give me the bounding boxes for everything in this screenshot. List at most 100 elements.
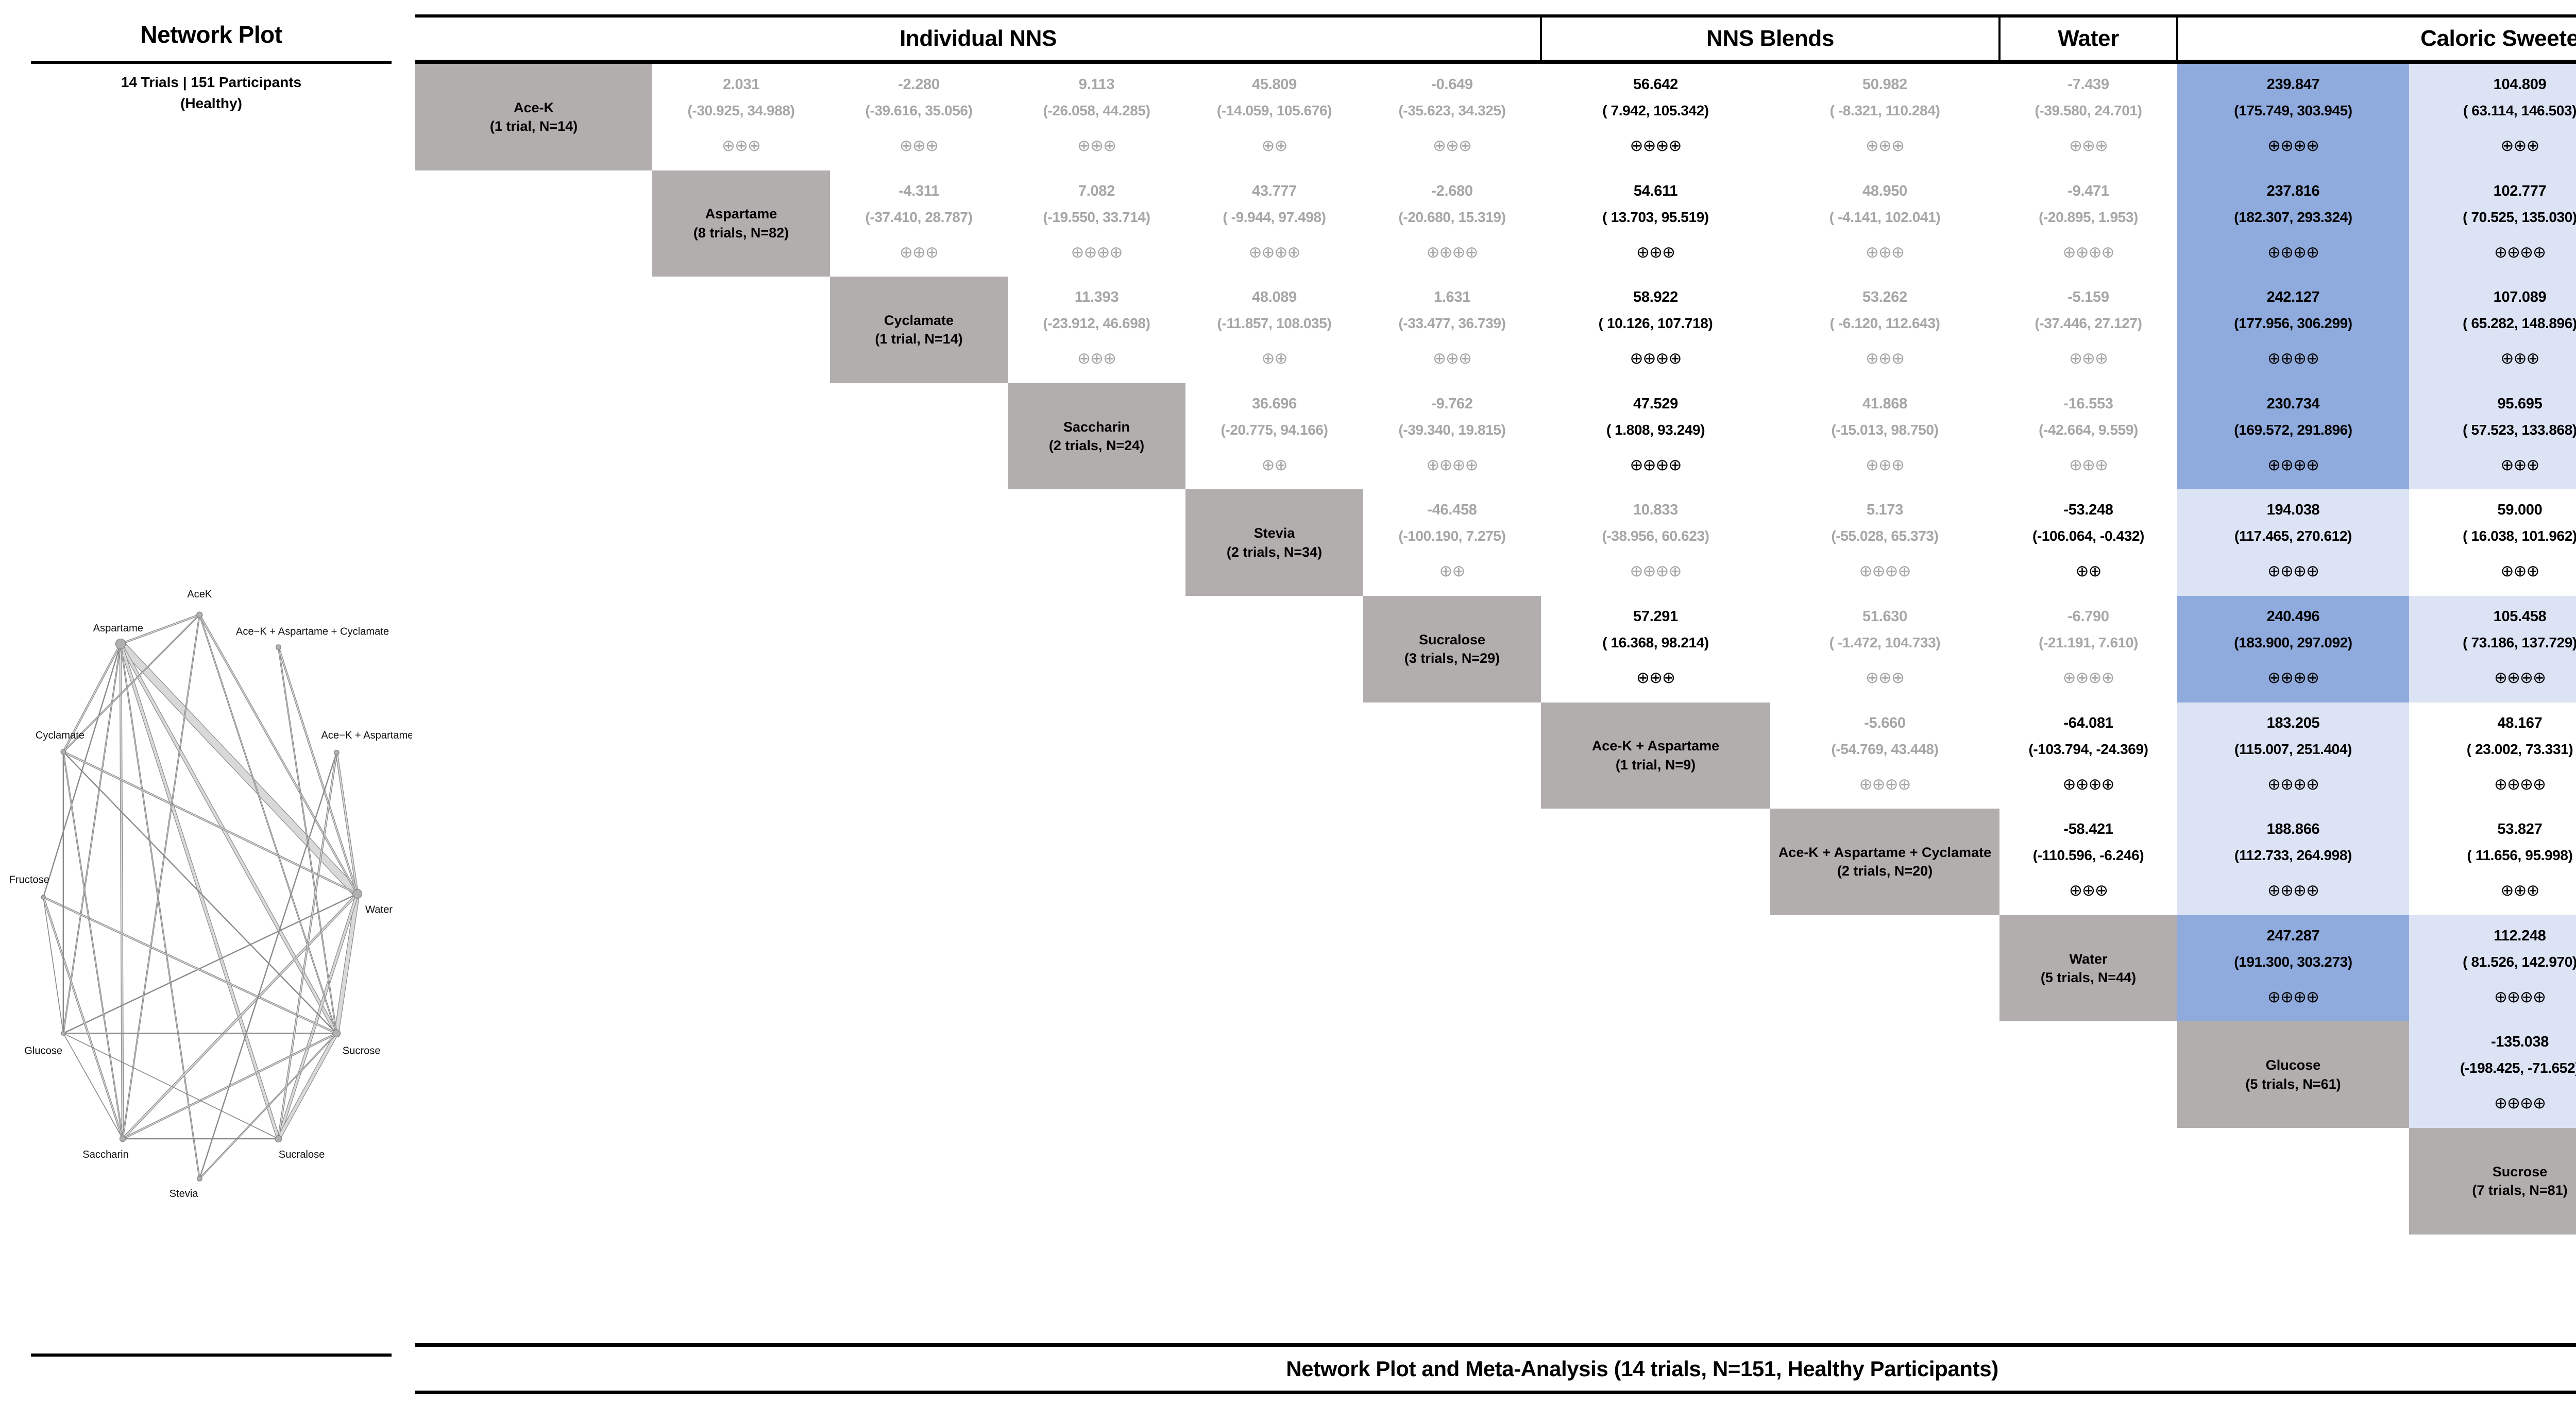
certainty-rating: ⊕⊕⊕	[2500, 349, 2540, 368]
treatment-diagonal-cell: Water(5 trials, N=44)	[1999, 915, 2177, 1022]
network-node-acekasp[interactable]	[333, 749, 340, 756]
effect-estimate: 230.734	[2266, 395, 2320, 412]
certainty-rating: ⊕⊕⊕⊕	[2267, 243, 2319, 261]
confidence-interval: (-103.794, -24.369)	[2028, 741, 2148, 757]
network-edge	[199, 752, 337, 1179]
comparison-cell: -46.458(-100.190, 7.275)⊕⊕	[1363, 489, 1541, 596]
network-node-cyclamate[interactable]	[60, 749, 66, 755]
network-edge-highlight	[199, 614, 358, 895]
confidence-interval: (-23.912, 46.698)	[1043, 315, 1150, 332]
confidence-interval: (182.307, 293.324)	[2234, 209, 2352, 225]
confidence-interval: ( 16.368, 98.214)	[1602, 635, 1709, 650]
figure-caption: Network Plot and Meta-Analysis (14 trial…	[1286, 1356, 1998, 1381]
comparison-cell: -53.248(-106.064, -0.432)⊕⊕	[1999, 489, 2177, 596]
comparison-cell: -2.280(-39.616, 35.056)⊕⊕⊕	[830, 64, 1008, 170]
effect-estimate: -53.248	[2063, 502, 2113, 519]
network-plot-title: Network Plot	[140, 21, 282, 48]
effect-estimate: 11.393	[1074, 289, 1119, 306]
treatment-name: Ace-K + Aspartame + Cyclamate	[1778, 845, 1992, 861]
comparison-cell: 95.695( 57.523, 133.868)⊕⊕⊕	[2409, 383, 2576, 490]
network-edge-highlight	[122, 614, 200, 1139]
network-plot-subtitle-line2: (Healthy)	[180, 95, 242, 111]
effect-estimate: 58.922	[1633, 289, 1678, 306]
certainty-rating: ⊕⊕⊕⊕	[2494, 1094, 2546, 1112]
comparison-cell: -7.439(-39.580, 24.701)⊕⊕⊕	[1999, 64, 2177, 170]
treatment-diagonal-cell: Ace-K + Aspartame(1 trial, N=9)	[1541, 702, 1770, 809]
treatment-name: Cyclamate	[884, 313, 954, 329]
network-plot-title-wrap: Network Plot	[31, 21, 392, 48]
confidence-interval: (-20.775, 94.166)	[1221, 421, 1328, 438]
effect-estimate: 2.031	[722, 76, 760, 93]
confidence-interval: (177.956, 306.299)	[2234, 315, 2352, 332]
confidence-interval: (-198.425, -71.652)	[2460, 1060, 2576, 1076]
certainty-rating: ⊕⊕⊕	[900, 243, 939, 261]
confidence-interval: ( 63.114, 146.503)	[2463, 102, 2576, 118]
effect-estimate: 51.630	[1862, 608, 1907, 625]
treatment-diagonal-cell: Stevia(2 trials, N=34)	[1185, 489, 1363, 596]
network-node-sucrose[interactable]	[332, 1029, 341, 1038]
network-edge	[62, 893, 358, 1034]
network-node-saccharin[interactable]	[119, 1135, 126, 1142]
network-node-stevia[interactable]	[196, 1176, 202, 1181]
comparison-cell: -9.471(-20.895, 1.953)⊕⊕⊕⊕	[1999, 170, 2177, 277]
network-edge-highlight	[120, 643, 124, 1140]
effect-estimate: -16.553	[2063, 395, 2113, 412]
comparison-cell: 242.127(177.956, 306.299)⊕⊕⊕⊕	[2177, 277, 2409, 383]
network-node-fructose[interactable]	[41, 895, 46, 900]
network-node-glucose[interactable]	[61, 1031, 66, 1036]
network-node-sucralose[interactable]	[275, 1135, 282, 1143]
network-node-acek[interactable]	[196, 611, 203, 619]
effect-estimate: 240.496	[2266, 608, 2320, 625]
effect-estimate: -135.038	[2490, 1034, 2549, 1051]
treatment-trial-count: (2 trials, N=20)	[1837, 863, 1933, 879]
network-edge-highlight	[334, 892, 360, 1035]
comparison-cell: -16.553(-42.664, 9.559)⊕⊕⊕	[1999, 383, 2177, 490]
network-edge	[43, 897, 64, 1034]
network-node-acekaspcyc[interactable]	[275, 644, 281, 650]
comparison-cell: 2.031(-30.925, 34.988)⊕⊕⊕	[652, 64, 830, 170]
effect-estimate: 112.248	[2494, 927, 2546, 944]
certainty-rating: ⊕⊕⊕⊕	[2494, 987, 2546, 1006]
effect-estimate: 48.950	[1862, 182, 1907, 199]
network-edge-highlight	[199, 1033, 337, 1179]
certainty-rating: ⊕⊕⊕⊕	[2267, 987, 2319, 1006]
confidence-interval: (-55.028, 65.373)	[1831, 528, 1939, 544]
effect-estimate: -4.311	[899, 182, 939, 199]
treatment-trial-count: (3 trials, N=29)	[1404, 650, 1500, 666]
confidence-interval: ( 1.808, 93.249)	[1606, 421, 1705, 438]
certainty-rating: ⊕⊕	[1261, 349, 1288, 368]
column-group-separator	[1540, 18, 1542, 60]
effect-estimate: 188.866	[2266, 821, 2320, 838]
certainty-rating: ⊕⊕⊕	[2069, 455, 2108, 474]
column-group-separator	[2176, 18, 2178, 60]
effect-estimate: 43.777	[1252, 182, 1297, 199]
effect-estimate: 47.529	[1633, 395, 1678, 412]
certainty-rating: ⊕⊕⊕	[1433, 136, 1472, 155]
certainty-rating: ⊕⊕⊕⊕	[1859, 562, 1911, 580]
confidence-interval: (-30.925, 34.988)	[687, 102, 795, 118]
comparison-cell: 183.205(115.007, 251.404)⊕⊕⊕⊕	[2177, 702, 2409, 809]
certainty-rating: ⊕⊕⊕⊕	[2494, 775, 2546, 793]
network-edge	[63, 1033, 279, 1139]
network-node-water[interactable]	[352, 889, 363, 899]
confidence-interval: (-110.596, -6.246)	[2032, 847, 2144, 864]
network-node-aspartame[interactable]	[115, 638, 126, 649]
network-node-label: Water	[365, 904, 393, 916]
certainty-rating: ⊕⊕⊕⊕	[2267, 136, 2319, 155]
confidence-interval: ( -6.120, 112.643)	[1829, 315, 1940, 332]
comparison-cell: 57.291( 16.368, 98.214)⊕⊕⊕	[1541, 596, 1770, 702]
certainty-rating: ⊕⊕⊕⊕	[2267, 562, 2319, 580]
network-node-label: Ace−K + Aspartame	[321, 730, 412, 741]
effect-estimate: -6.790	[2067, 608, 2109, 625]
network-node-label: Sucrose	[343, 1046, 381, 1057]
confidence-interval: ( 81.526, 142.970)	[2463, 953, 2576, 970]
network-node-label: Aspartame	[93, 623, 143, 634]
confidence-interval: (-20.680, 15.319)	[1398, 209, 1506, 225]
comparison-cell: 48.950( -4.141, 102.041)⊕⊕⊕	[1770, 170, 1999, 277]
comparison-cell: 9.113(-26.058, 44.285)⊕⊕⊕	[1008, 64, 1185, 170]
comparison-cell: 53.827( 11.656, 95.998)⊕⊕⊕	[2409, 809, 2576, 915]
comparison-cell: 11.393(-23.912, 46.698)⊕⊕⊕	[1008, 277, 1185, 383]
column-group-nns-blends: NNS Blends	[1706, 26, 1834, 51]
network-node-label: Cyclamate	[36, 730, 84, 741]
treatment-trial-count: (5 trials, N=61)	[2245, 1076, 2341, 1092]
